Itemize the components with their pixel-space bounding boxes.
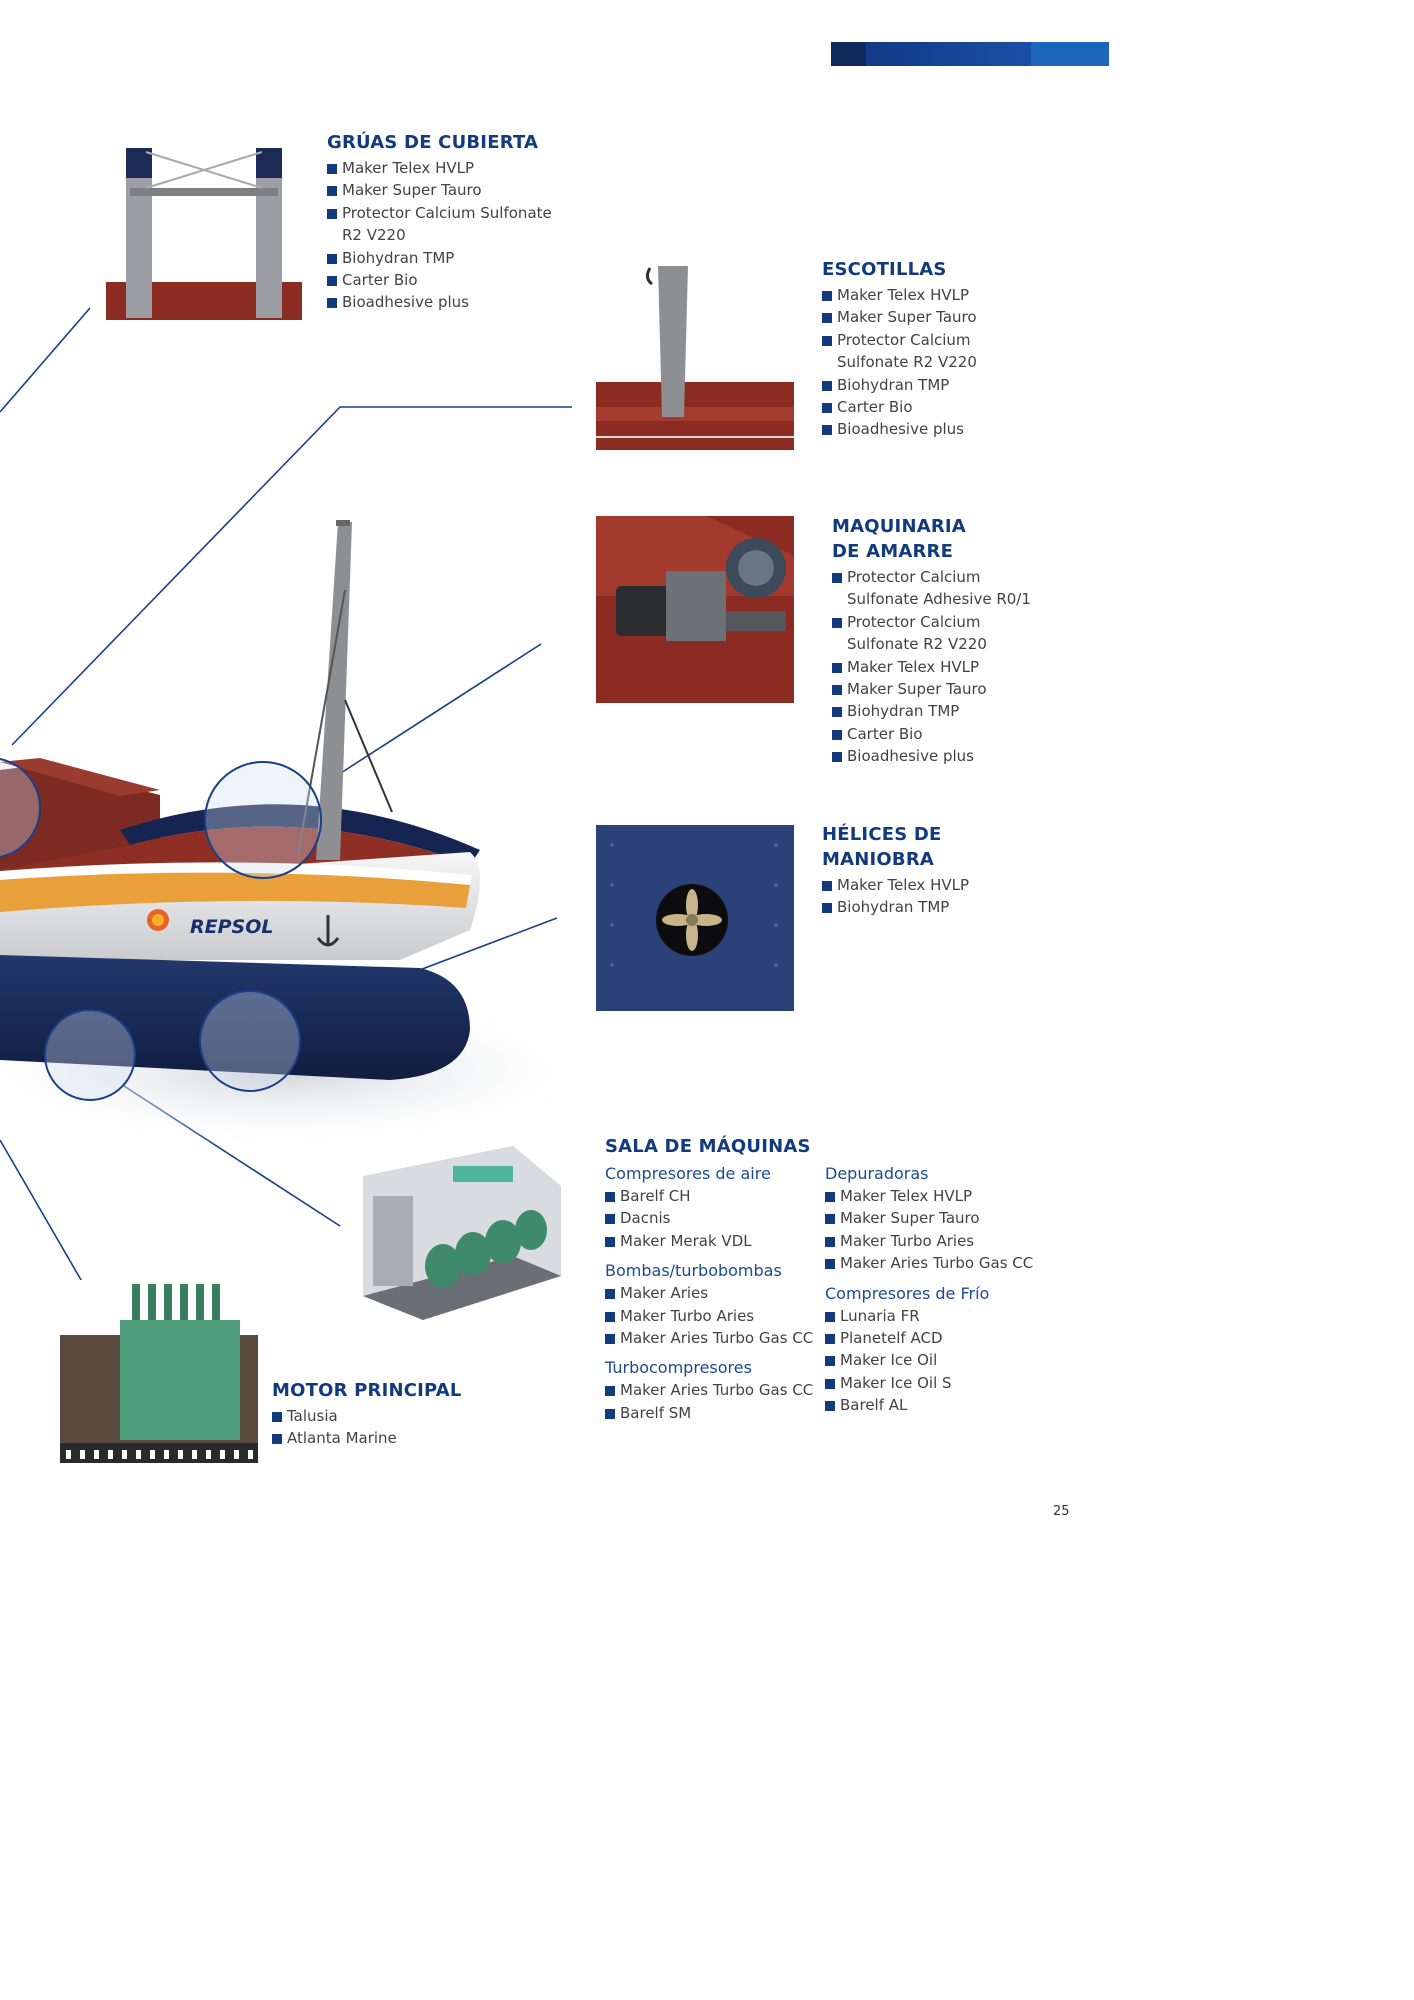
gruas-callout: GRÚAS DE CUBIERTA Maker Telex HVLP Maker… <box>327 130 552 314</box>
turbocompresores-list: Maker Aries Turbo Gas CC Barelf SM <box>605 1379 813 1424</box>
list-item: Carter Bio <box>822 396 977 418</box>
list-item: Biohydran TMP <box>822 374 977 396</box>
list-item: Dacnis <box>605 1207 813 1229</box>
list-item: Protector Calcium Sulfonate Adhesive R0/… <box>832 566 1031 611</box>
list-item: Maker Turbo Aries <box>825 1230 1033 1252</box>
page-number: 25 <box>1053 1504 1070 1519</box>
list-item: Maker Merak VDL <box>605 1230 813 1252</box>
list-item: Protector Calcium Sulfonate R2 V220 <box>832 611 1031 656</box>
escotillas-callout: ESCOTILLAS Maker Telex HVLP Maker Super … <box>822 257 977 441</box>
list-item: Maker Ice Oil S <box>825 1372 1033 1394</box>
ship-hull-text: REPSOL <box>190 916 273 938</box>
motor-callout: MOTOR PRINCIPAL Talusia Atlanta Marine <box>272 1378 462 1450</box>
escotillas-title: ESCOTILLAS <box>822 259 947 280</box>
compresores-frio-label: Compresores de Frío <box>825 1283 990 1303</box>
compresores-aire-list: Barelf CH Dacnis Maker Merak VDL <box>605 1185 813 1252</box>
sala-callout: SALA DE MÁQUINAS <box>605 1134 811 1161</box>
list-item: Bioadhesive plus <box>832 745 1031 767</box>
depuradoras-label: Depuradoras <box>825 1164 929 1183</box>
list-item: Maker Super Tauro <box>832 678 1031 700</box>
list-item: Carter Bio <box>832 723 1031 745</box>
list-item: Maker Telex HVLP <box>822 284 977 306</box>
list-item: Maker Super Tauro <box>822 306 977 328</box>
list-item: Maker Turbo Aries <box>605 1305 813 1327</box>
list-item: Maker Aries Turbo Gas CC <box>605 1327 813 1349</box>
list-item: Protector Calcium Sulfonate R2 V220 <box>822 329 977 374</box>
hatch-image <box>596 262 794 450</box>
list-item: Carter Bio <box>327 269 552 291</box>
list-item: Maker Aries Turbo Gas CC <box>605 1379 813 1401</box>
turbocompresores-label: Turbocompresores <box>605 1358 752 1378</box>
sala-column-left: Compresores de aire Barelf CH Dacnis Mak… <box>605 1163 813 1424</box>
list-item: Lunaria FR <box>825 1305 1033 1327</box>
depuradoras-list: Maker Telex HVLP Maker Super Tauro Maker… <box>825 1185 1033 1275</box>
list-item: Maker Telex HVLP <box>822 874 969 896</box>
mooring-machinery-image <box>596 516 794 703</box>
list-item: Planetelf ACD <box>825 1327 1033 1349</box>
list-item: Maker Telex HVLP <box>327 157 552 179</box>
list-item: Maker Aries <box>605 1282 813 1304</box>
main-engine-image <box>60 1280 258 1463</box>
header-color-bar <box>831 42 1109 66</box>
sala-title: SALA DE MÁQUINAS <box>605 1136 811 1157</box>
list-item: Barelf AL <box>825 1394 1033 1416</box>
list-item: Maker Super Tauro <box>327 179 552 201</box>
gruas-list: Maker Telex HVLP Maker Super Tauro Prote… <box>327 157 552 314</box>
list-item: Bioadhesive plus <box>822 418 977 440</box>
motor-list: Talusia Atlanta Marine <box>272 1405 462 1450</box>
list-item: Bioadhesive plus <box>327 291 552 313</box>
list-item: Maker Telex HVLP <box>832 656 1031 678</box>
list-item: Biohydran TMP <box>832 700 1031 722</box>
list-item: Barelf CH <box>605 1185 813 1207</box>
list-item: Biohydran TMP <box>327 247 552 269</box>
escotillas-list: Maker Telex HVLP Maker Super Tauro Prote… <box>822 284 977 441</box>
compresores-frio-list: Lunaria FR Planetelf ACD Maker Ice Oil M… <box>825 1305 1033 1417</box>
list-item: Biohydran TMP <box>822 896 969 918</box>
list-item: Talusia <box>272 1405 462 1427</box>
motor-title: MOTOR PRINCIPAL <box>272 1380 462 1401</box>
bombas-label: Bombas/turbobombas <box>605 1261 782 1281</box>
sala-column-right: Depuradoras Maker Telex HVLP Maker Super… <box>825 1163 1033 1417</box>
list-item: Maker Ice Oil <box>825 1349 1033 1371</box>
list-item: Maker Aries Turbo Gas CC <box>825 1252 1033 1274</box>
ship-illustration: REPSOL <box>0 520 580 1150</box>
bow-thruster-image <box>596 825 794 1011</box>
list-item: Atlanta Marine <box>272 1427 462 1449</box>
list-item: Maker Super Tauro <box>825 1207 1033 1229</box>
crane-image <box>106 130 302 320</box>
list-item: Protector Calcium Sulfonate R2 V220 <box>327 202 552 247</box>
list-item: Barelf SM <box>605 1402 813 1424</box>
helices-list: Maker Telex HVLP Biohydran TMP <box>822 874 969 919</box>
list-item: Maker Telex HVLP <box>825 1185 1033 1207</box>
compresores-aire-label: Compresores de aire <box>605 1164 771 1183</box>
amarre-list: Protector Calcium Sulfonate Adhesive R0/… <box>832 566 1031 768</box>
bombas-list: Maker Aries Maker Turbo Aries Maker Arie… <box>605 1282 813 1349</box>
gruas-title: GRÚAS DE CUBIERTA <box>327 132 539 153</box>
engine-room-image <box>363 1146 561 1320</box>
